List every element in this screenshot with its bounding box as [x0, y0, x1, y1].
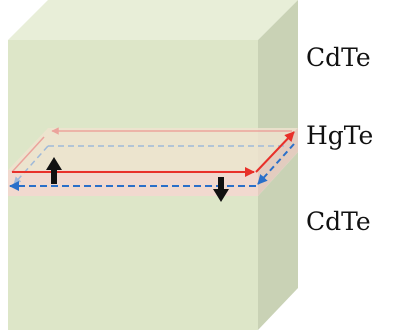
spin-down-arrow: [213, 177, 229, 202]
back-left-spin-down-edge: [13, 145, 49, 185]
lower-cdte-block: [8, 152, 298, 330]
lower-cdte-front-face: [8, 196, 258, 330]
upper-cdte-top-face: [8, 0, 298, 40]
lower-cdte-side-face: [258, 152, 298, 330]
spin-up-arrow: [46, 157, 62, 184]
top-cdte-label: CdTe: [306, 43, 371, 72]
edge-state-spin-down: [9, 143, 295, 191]
bottom-cdte-label: CdTe: [306, 207, 371, 236]
back-edge-states: [11, 127, 292, 185]
hgte-label: HgTe: [306, 121, 373, 150]
spin-up-right-edge: [255, 131, 295, 173]
spin-up-arrow-shaft: [51, 168, 57, 184]
hgte-top-face: [8, 128, 298, 170]
spin-down-arrow-shaft: [218, 177, 224, 191]
spin-up-arrow-head: [46, 157, 62, 170]
spin-down-right-edge: [257, 143, 295, 185]
spin-down-arrow-head: [213, 189, 229, 202]
upper-cdte-side-face: [258, 0, 298, 170]
back-left-spin-up-edge: [11, 136, 45, 173]
